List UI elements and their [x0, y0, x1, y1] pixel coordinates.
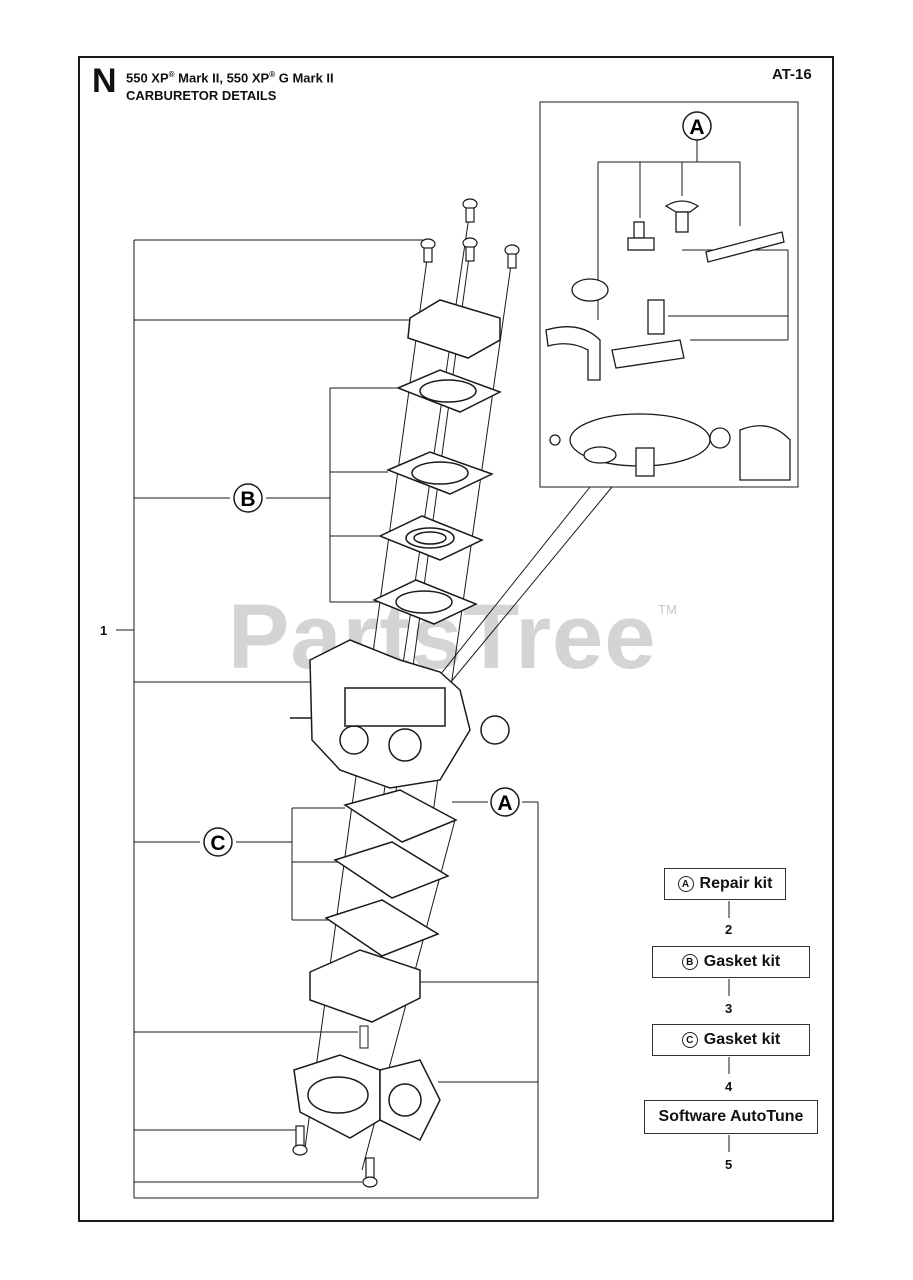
pump-cover: [407, 299, 501, 359]
registered-mark-2: ®: [269, 70, 276, 79]
software-autotune-box[interactable]: Software AutoTune: [644, 1100, 818, 1134]
part-number-1: 1: [100, 623, 108, 638]
detail-parts: [545, 200, 791, 481]
gasket-kit-c-letter: C: [681, 1032, 698, 1048]
callout-a-lower: A: [497, 792, 512, 815]
gaskets-b: [372, 369, 502, 625]
callout-b: B: [240, 488, 255, 511]
detail-box: [539, 101, 799, 488]
section-letter: N: [92, 62, 117, 100]
gasket-kit-b-letter: B: [681, 954, 698, 970]
repair-kit-letter: A: [677, 876, 694, 892]
diagram-frame: [78, 56, 834, 1222]
model-title: 550 XP® Mark II, 550 XP® G Mark II: [126, 70, 334, 85]
model-c: G Mark II: [275, 70, 334, 86]
lower-body: [293, 1054, 441, 1142]
gasket-kit-c-label: Gasket kit: [703, 1031, 781, 1048]
part-number-3: 3: [725, 1001, 733, 1016]
registered-mark: ®: [168, 70, 175, 79]
repair-kit-box[interactable]: A Repair kit: [664, 868, 786, 900]
part-number-4: 4: [725, 1079, 733, 1094]
metering-housing: [309, 949, 421, 1023]
model-a: 550 XP: [126, 70, 169, 86]
page-subtitle: CARBURETOR DETAILS: [126, 88, 277, 103]
part-number-2: 2: [725, 922, 733, 937]
callout-c: C: [210, 832, 225, 855]
carburetor-body: [290, 639, 510, 789]
gasket-kit-b-box[interactable]: B Gasket kit: [652, 946, 810, 978]
gasket-kit-b-label: Gasket kit: [703, 953, 781, 970]
part-number-5: 5: [725, 1157, 733, 1172]
software-label: Software AutoTune: [658, 1108, 804, 1125]
gaskets-c: [324, 789, 458, 957]
bottom-screws: [292, 1125, 378, 1188]
watermark-tm: TM: [658, 602, 677, 617]
gasket-kit-c-box[interactable]: C Gasket kit: [652, 1024, 810, 1056]
page-id: AT-16: [772, 66, 812, 83]
repair-kit-label: Repair kit: [699, 875, 773, 892]
callout-a-top: A: [689, 116, 704, 139]
model-b: Mark II, 550 XP: [174, 70, 270, 86]
top-screws: [420, 198, 520, 269]
